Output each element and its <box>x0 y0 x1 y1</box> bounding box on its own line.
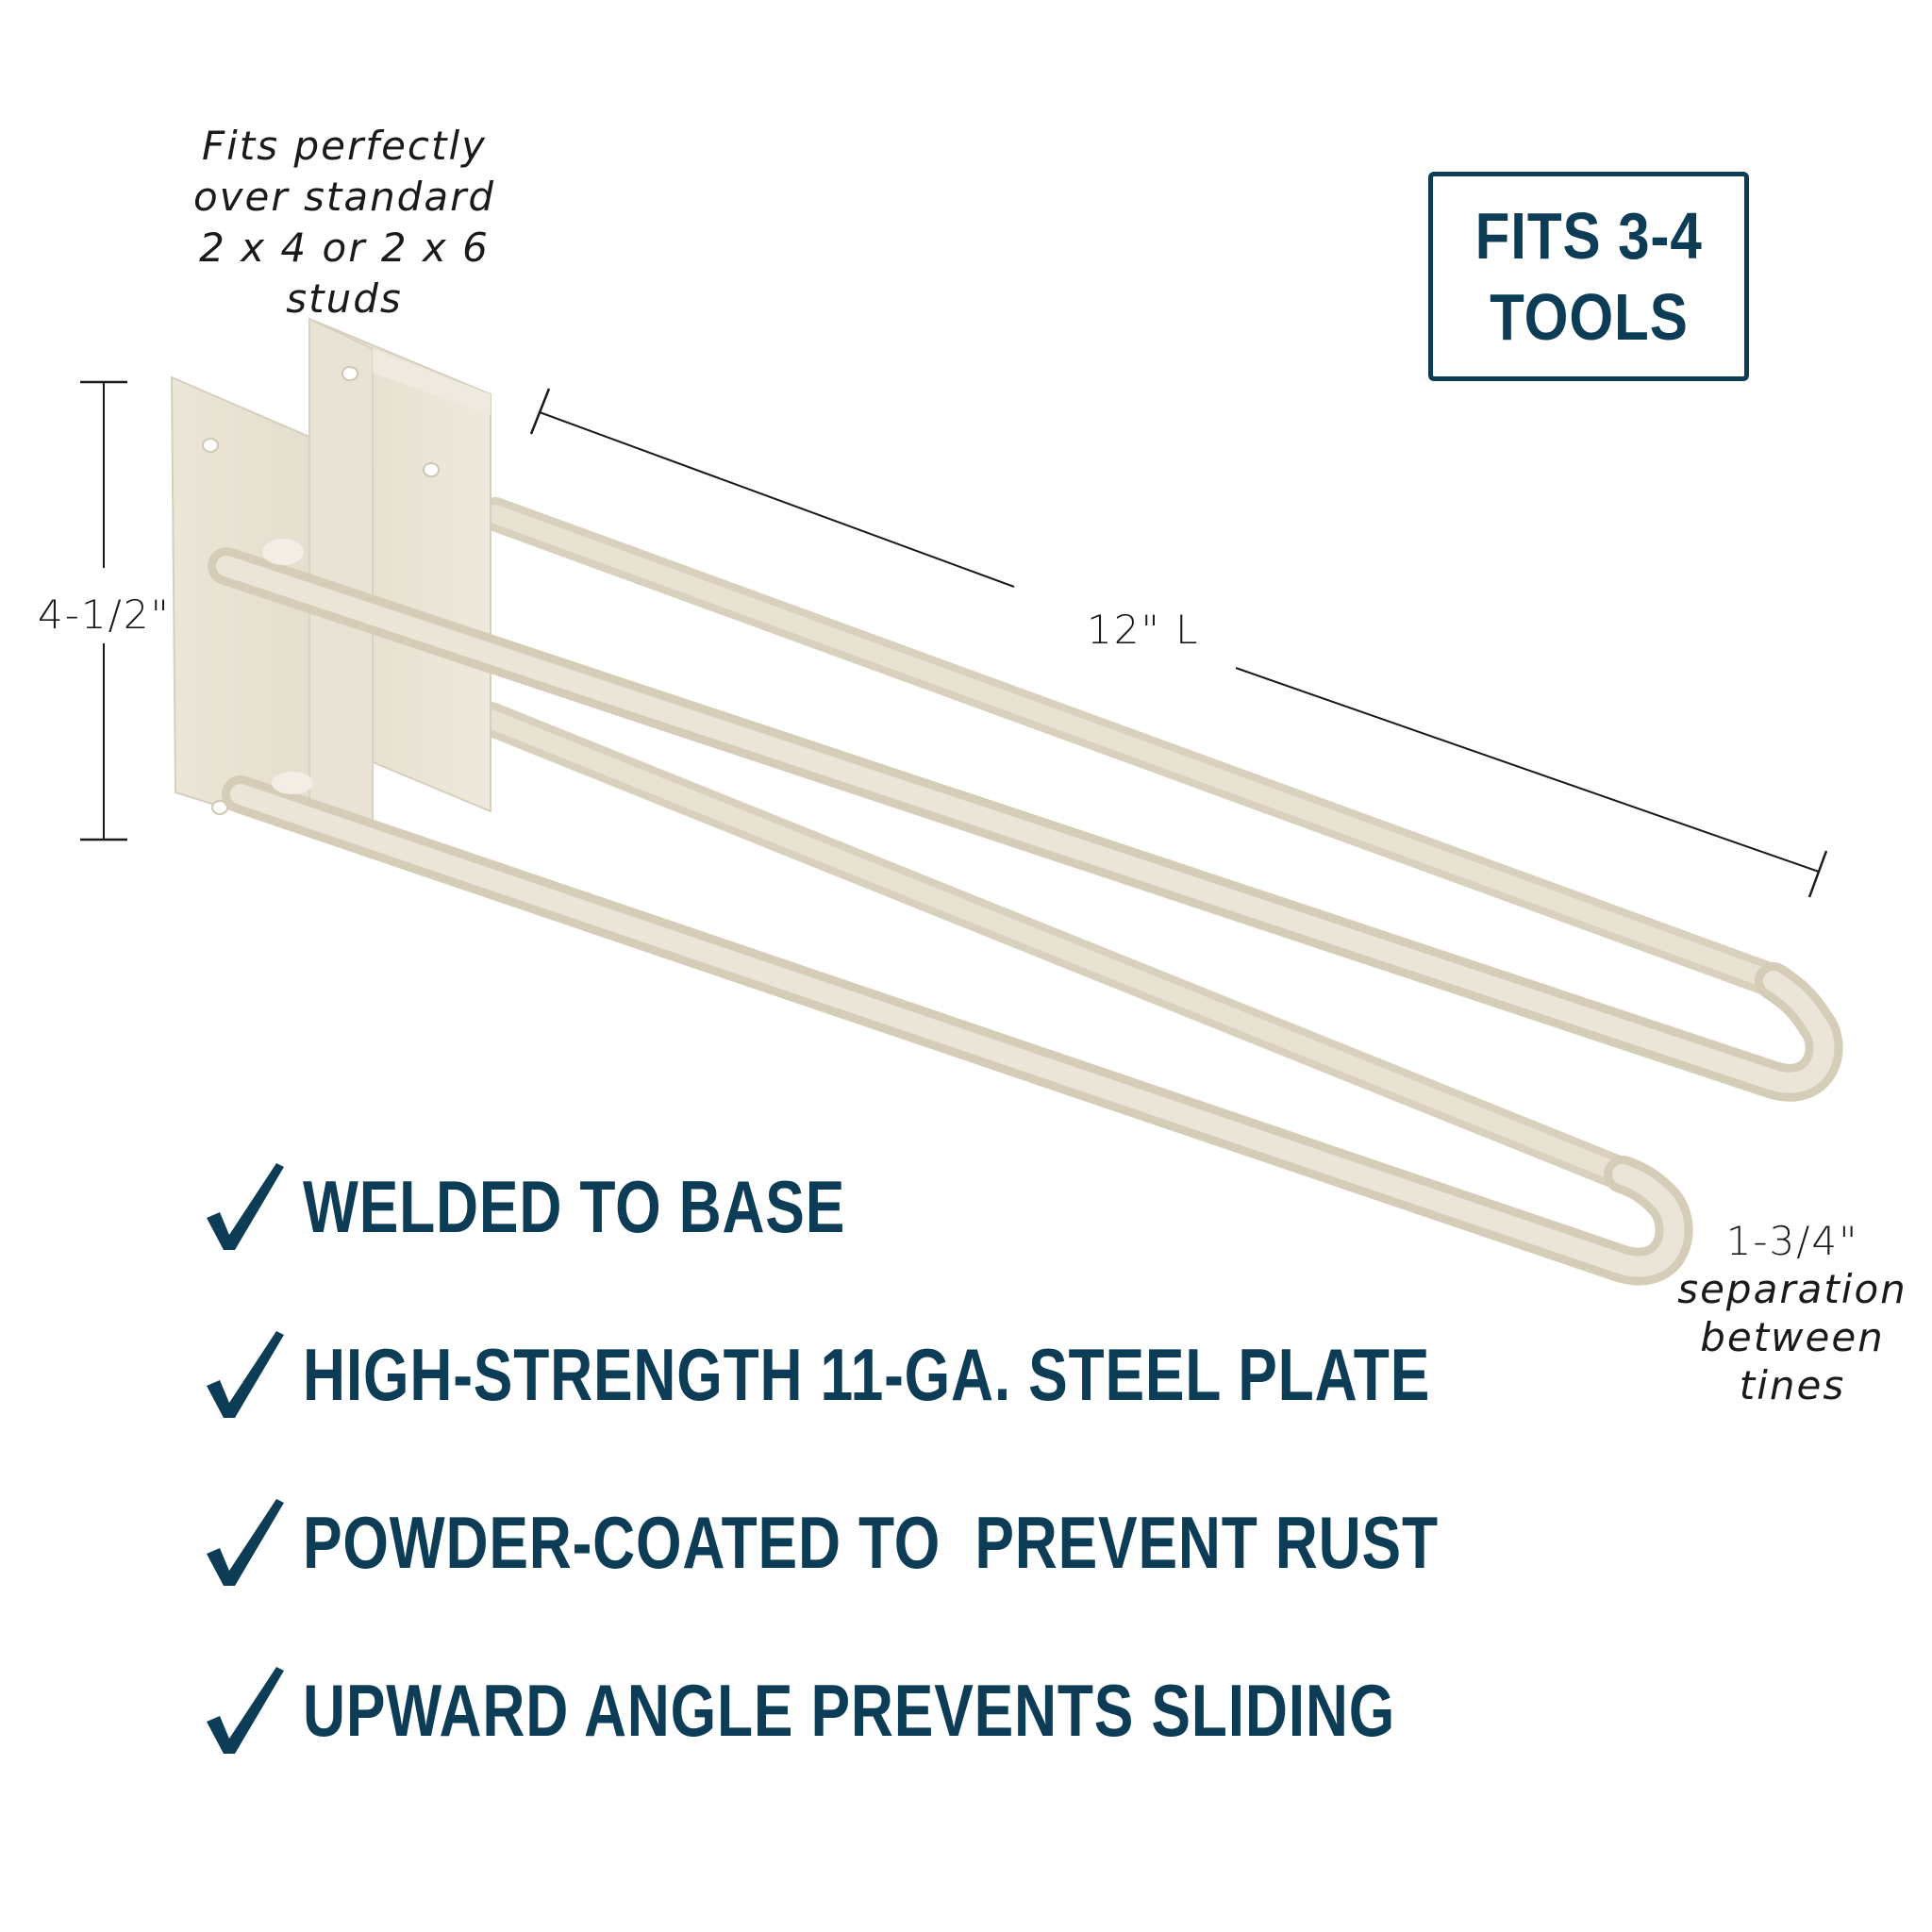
tine-separation-line-2: between <box>1700 1314 1885 1360</box>
length-dimension-label: 12" L <box>1087 607 1200 653</box>
tine-separation-value: 1-3/4" <box>1725 1218 1859 1264</box>
capacity-badge: FITS 3-4 TOOLS <box>1428 172 1749 381</box>
stud-fit-line-3: 2 x 4 or 2 x 6 studs <box>199 225 490 322</box>
badge-line-2: TOOLS <box>1489 280 1689 354</box>
height-dimension-label: 4-1/2" <box>38 591 171 638</box>
feature-label: UPWARD ANGLE PREVENTS SLIDING <box>303 1668 1396 1752</box>
feature-item: UPWARD ANGLE PREVENTS SLIDING <box>203 1626 1723 1794</box>
front-rods <box>208 547 1843 1286</box>
checkmark-icon <box>207 1667 284 1754</box>
tine-separation-note: 1-3/4" separation between tines <box>1670 1217 1915 1409</box>
feature-label: HIGH-STRENGTH 11-GA. STEEL PLATE <box>303 1332 1431 1416</box>
tine-separation-line-1: separation <box>1677 1266 1907 1312</box>
checkmark-icon <box>207 1499 284 1586</box>
feature-item: HIGH-STRENGTH 11-GA. STEEL PLATE <box>203 1291 1723 1458</box>
back-rods <box>474 497 1790 1191</box>
weld-spots <box>262 539 313 794</box>
feature-label: POWDER-COATED TO PREVENT RUST <box>303 1500 1439 1584</box>
stud-fit-line-2: over standard <box>192 174 496 220</box>
feature-item: POWDER-COATED TO PREVENT RUST <box>203 1458 1723 1626</box>
feature-label: WELDED TO BASE <box>303 1164 846 1248</box>
badge-line-1: FITS 3-4 <box>1474 199 1703 273</box>
checkmark-icon <box>207 1331 284 1418</box>
checkmark-icon <box>207 1163 284 1250</box>
feature-list: WELDED TO BASE HIGH-STRENGTH 11-GA. STEE… <box>203 1123 1723 1794</box>
dimension-lines <box>80 380 1828 898</box>
mounting-holes <box>202 366 440 815</box>
stud-fit-note: Fits perfectly over standard 2 x 4 or 2 … <box>142 121 547 325</box>
feature-item: WELDED TO BASE <box>203 1123 1723 1291</box>
tine-separation-line-3: tines <box>1739 1362 1846 1408</box>
stud-fit-line-1: Fits perfectly <box>201 123 487 169</box>
